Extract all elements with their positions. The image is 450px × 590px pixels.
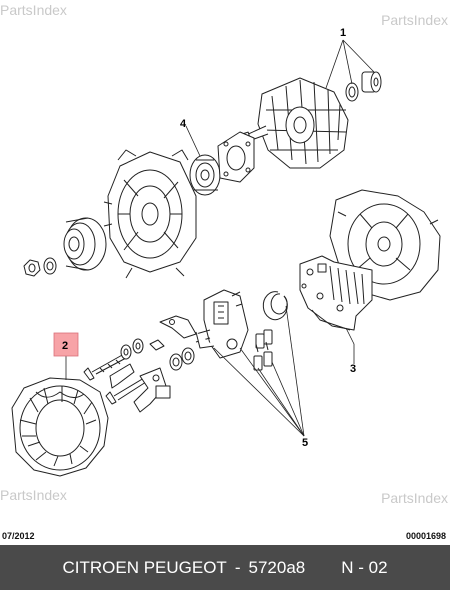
callout-2: 2 <box>62 340 68 352</box>
washer <box>43 257 57 275</box>
bearing <box>189 154 221 196</box>
terminal-link <box>133 367 171 413</box>
callout-5: 5 <box>302 437 308 449</box>
terminal-bracket <box>159 315 197 339</box>
insulator-washers <box>169 347 195 371</box>
callout-3: 3 <box>350 363 356 375</box>
footer-page: N - 02 <box>341 557 388 577</box>
fixing-screw <box>83 353 127 381</box>
front-housing <box>103 149 197 279</box>
exploded-parts-diagram: 1 2 3 4 5 <box>11 27 441 477</box>
terminal-washers <box>120 338 165 360</box>
callout-1: 1 <box>340 27 346 39</box>
watermark-top-left: PartsIndex <box>0 2 67 18</box>
rectifier <box>299 255 373 331</box>
watermark-top-right: PartsIndex <box>381 12 448 28</box>
footer-bar: CITROEN PEUGEOT - 5720a8 N - 02 <box>0 545 450 590</box>
brushes <box>253 329 273 371</box>
rotor-assembly <box>234 71 382 169</box>
leader-lines <box>65 39 375 437</box>
diagram-date: 07/2012 <box>2 531 35 541</box>
screw-lower <box>105 377 147 405</box>
circlip <box>262 291 288 321</box>
callout-4: 4 <box>180 118 187 130</box>
watermark-bottom-right: PartsIndex <box>381 490 448 506</box>
regulator <box>195 289 249 359</box>
watermark-bottom-left: PartsIndex <box>0 487 67 503</box>
footer-separator: - <box>234 557 241 577</box>
footer-part-number: 5720a8 <box>248 557 306 577</box>
callout-labels: 1 2 3 4 5 <box>53 27 356 449</box>
footer-brand: CITROEN PEUGEOT <box>62 557 227 577</box>
pulley <box>63 217 107 271</box>
bearing-plate <box>217 131 255 183</box>
terminal-lug <box>109 363 135 389</box>
stator <box>11 377 109 477</box>
pulley-nut <box>23 259 41 277</box>
callout-2-highlight <box>53 332 79 357</box>
drawing-code: 00001698 <box>405 531 446 541</box>
